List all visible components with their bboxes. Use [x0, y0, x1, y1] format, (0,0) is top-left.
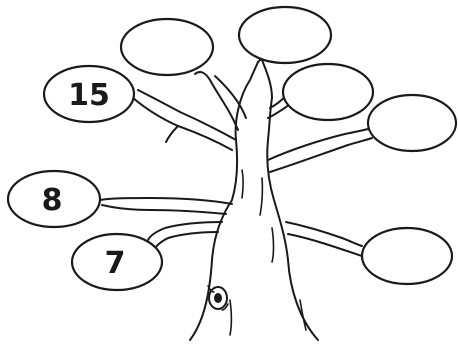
bubble-middle-left[interactable]: 8 [6, 169, 102, 229]
tree-branches [99, 57, 373, 257]
bubble-middle-left-value: 8 [42, 183, 63, 218]
tree-trunk [189, 61, 319, 341]
bubble-top-left[interactable] [119, 17, 215, 77]
bubble-upper-left-value: 15 [68, 78, 110, 113]
bubble-lower-right[interactable] [360, 226, 454, 286]
bubble-lower-left[interactable]: 7 [70, 232, 164, 292]
bubble-lower-left-value: 7 [105, 246, 126, 281]
bubble-upper-left[interactable]: 15 [42, 64, 136, 124]
bubble-top-middle[interactable] [237, 5, 333, 65]
bubble-right[interactable] [366, 93, 458, 153]
bubble-upper-right[interactable] [281, 62, 375, 122]
tree-knot [207, 285, 229, 311]
